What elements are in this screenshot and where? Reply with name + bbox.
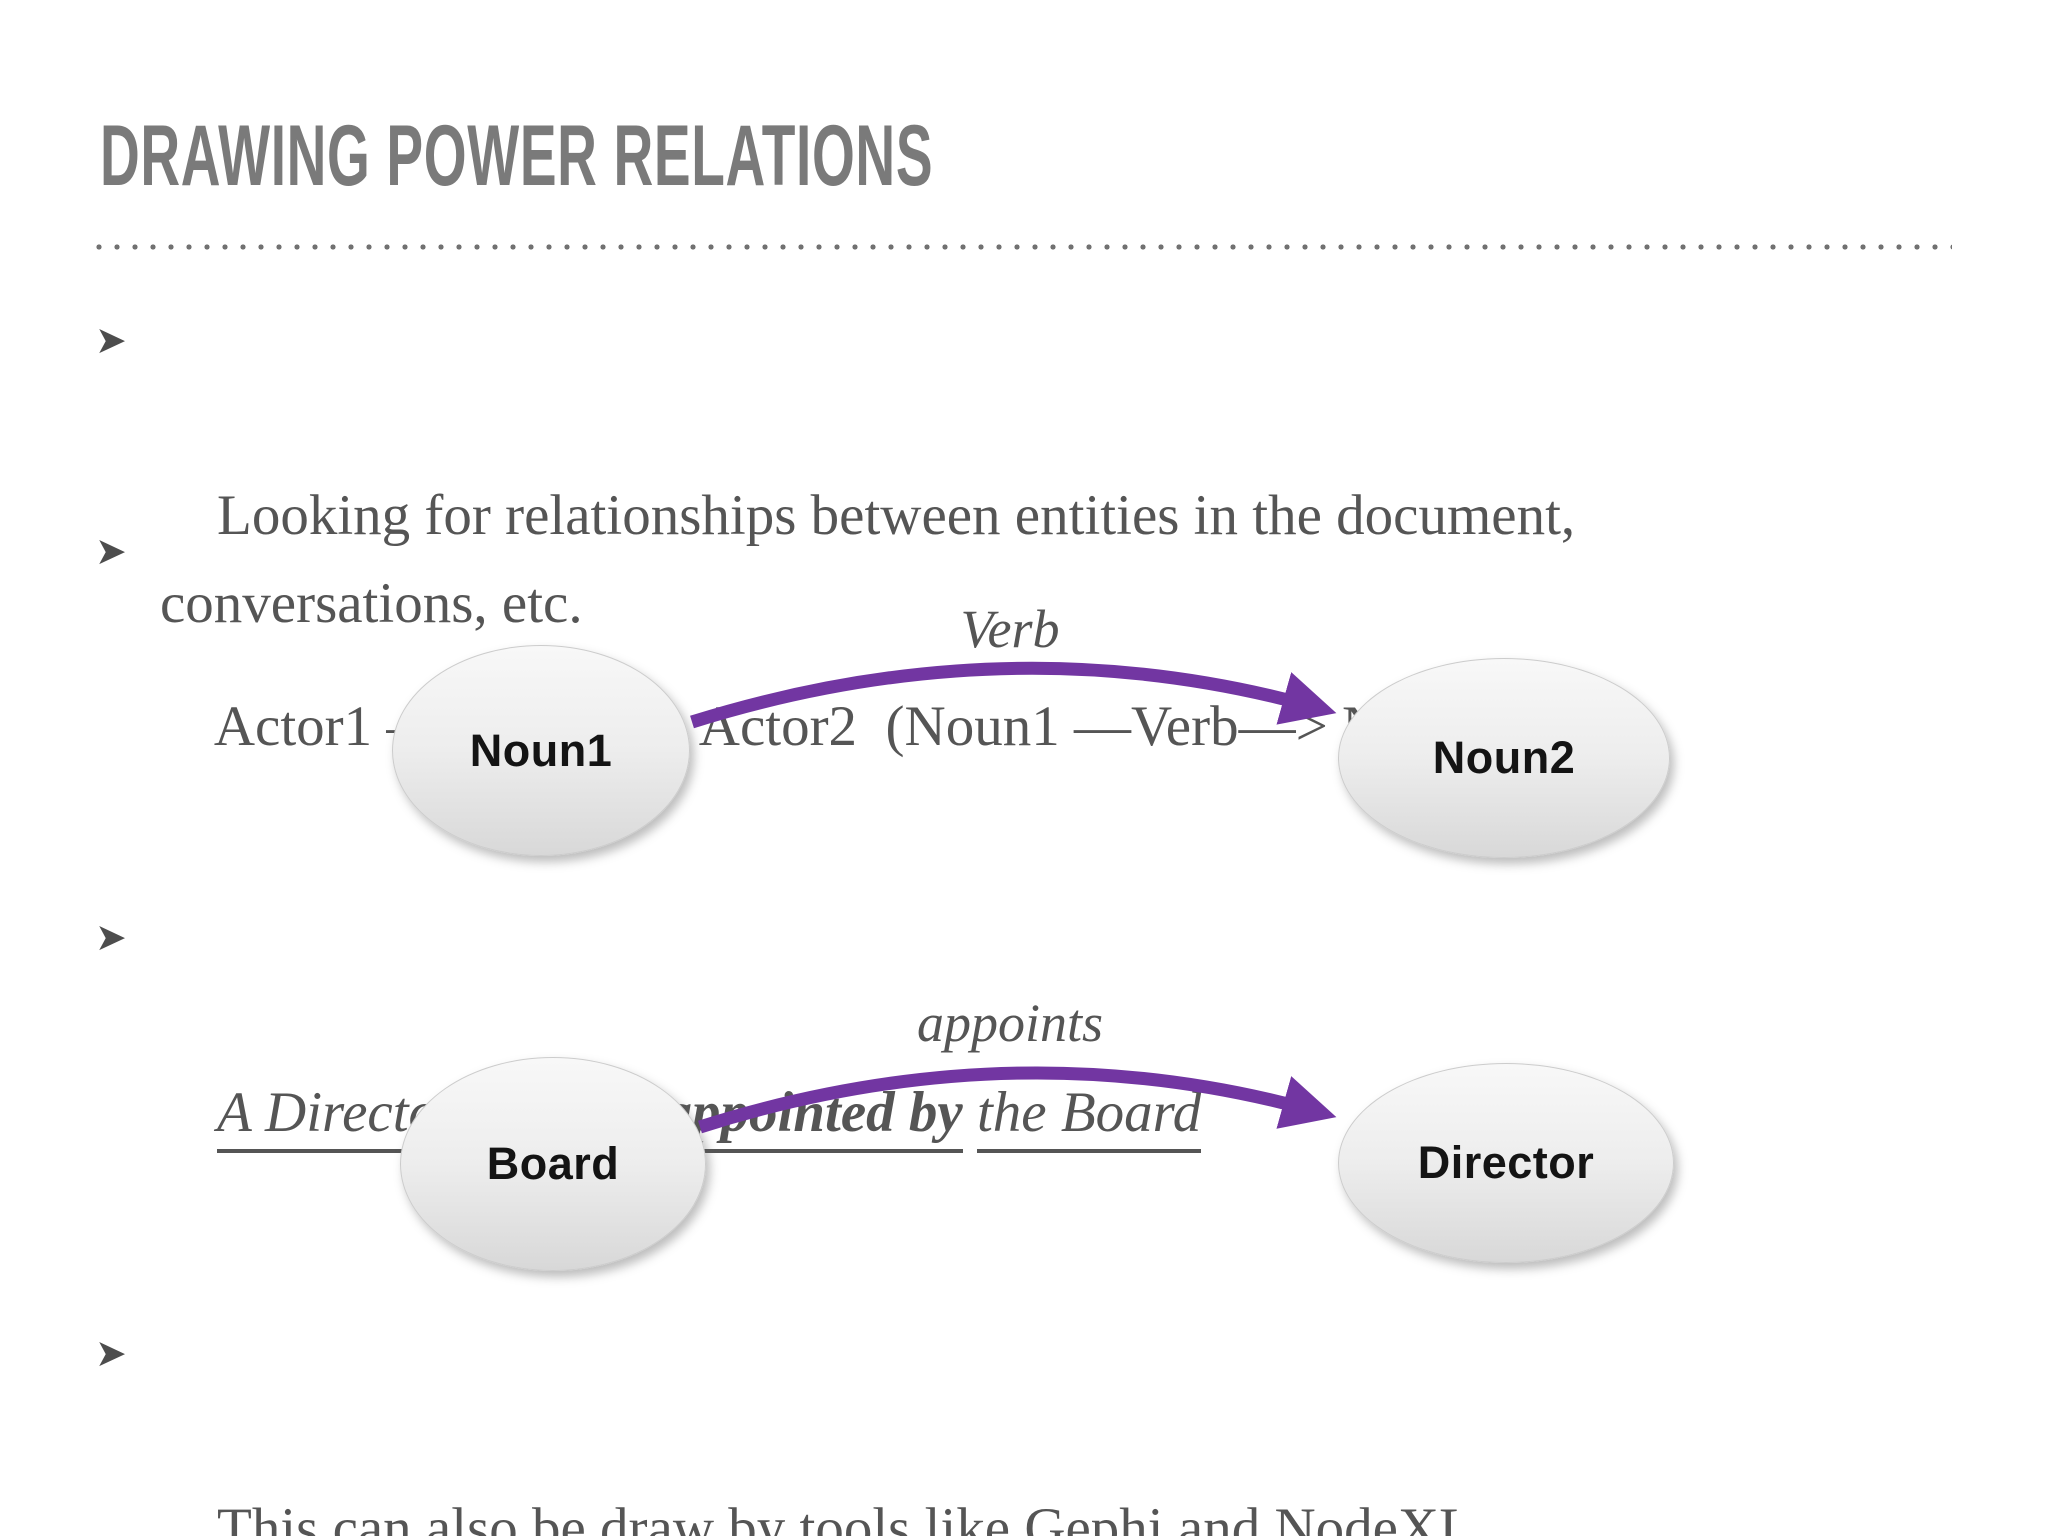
bullet-4-segment-and: and [1163, 1497, 1275, 1536]
bullet-3-segment-space [963, 1081, 977, 1144]
node-noun1: Noun1 [392, 645, 690, 856]
bullet-arrow-icon: ➤ [95, 915, 127, 959]
bullet-arrow-icon: ➤ [95, 1331, 127, 1375]
bullet-item-1: ➤ Looking for relationships between enti… [95, 296, 1885, 736]
bullet-arrow-icon: ➤ [95, 318, 127, 362]
dotted-separator [90, 243, 1952, 251]
edge-label-appoints: appoints [916, 993, 1104, 1053]
bullet-4-segment-nodexl: NodeXL [1274, 1497, 1474, 1536]
bullet-item-4: ➤ This can also be draw by tools like Ge… [95, 1309, 1895, 1536]
bullet-1-text: Looking for relationships between entiti… [160, 484, 1590, 635]
bullet-4-segment-gephi: Gephi [1024, 1497, 1164, 1536]
node-noun2: Noun2 [1338, 658, 1670, 858]
bullet-3-segment-appointed-by: appointed by [663, 1081, 963, 1153]
bullet-4-segment-text: This can also be draw by tools like [217, 1497, 1025, 1536]
edge-label-verb: Verb [960, 599, 1060, 659]
node-director-label: Director [1417, 1137, 1595, 1188]
node-board: Board [400, 1057, 706, 1271]
slide-title: DRAWING POWER RELATIONS [100, 108, 934, 204]
bullet-3-segment-the-board: the Board [976, 1081, 1202, 1153]
node-noun2-label: Noun2 [1432, 732, 1576, 783]
node-director: Director [1338, 1063, 1674, 1263]
bullet-arrow-icon: ➤ [95, 529, 127, 573]
node-board-label: Board [486, 1138, 620, 1189]
node-noun1-label: Noun1 [469, 724, 613, 776]
